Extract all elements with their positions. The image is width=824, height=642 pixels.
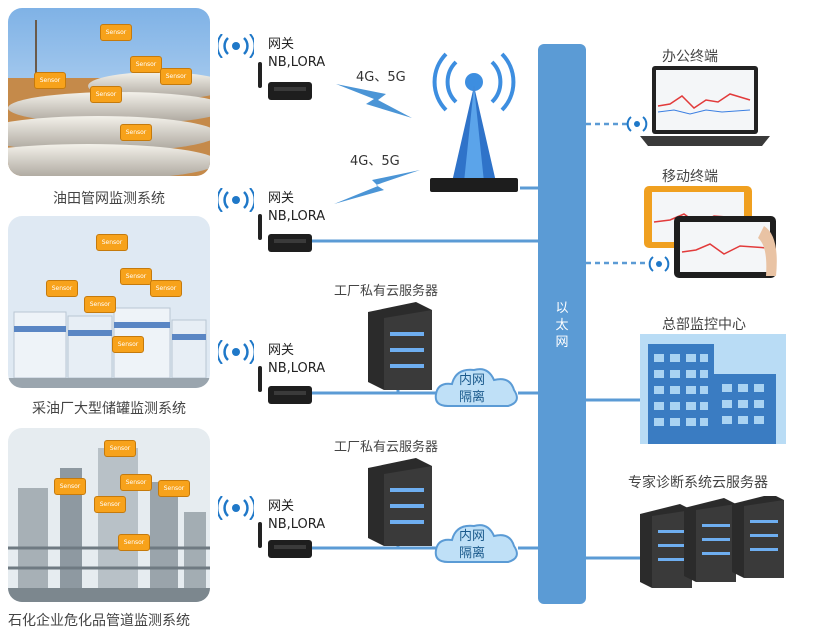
sensor-tag: Sensor bbox=[96, 234, 128, 251]
sensor-tag: Sensor bbox=[160, 68, 192, 85]
sensor-tag: Sensor bbox=[158, 480, 190, 497]
wifi-icon bbox=[218, 496, 254, 520]
sensor-tag: Sensor bbox=[90, 86, 122, 103]
gateway-title: 网关 bbox=[268, 499, 295, 514]
cloud-icon bbox=[434, 524, 518, 563]
sensor-tag: Sensor bbox=[34, 72, 66, 89]
sensor-tag: Sensor bbox=[54, 478, 86, 495]
wifi-icon bbox=[218, 340, 254, 364]
ethernet-bus bbox=[538, 44, 586, 604]
site-photo-tanks: Sensor Sensor Sensor Sensor Sensor Senso… bbox=[8, 216, 210, 388]
wifi-icon bbox=[626, 116, 648, 132]
expert-server-label: 专家诊断系统云服务器 bbox=[628, 475, 768, 491]
site-caption-petrochem: 石化企业危化品管道监测系统 bbox=[8, 613, 190, 629]
petrochem-illustration bbox=[8, 428, 210, 602]
gateway-protocols: NB,LORA bbox=[268, 361, 326, 376]
wifi-icon bbox=[218, 34, 254, 58]
server-icon bbox=[368, 458, 432, 546]
gateway-title: 网关 bbox=[268, 343, 295, 358]
gateway-device bbox=[268, 234, 312, 252]
sensor-tag: Sensor bbox=[120, 268, 152, 285]
laptop-icon bbox=[640, 66, 770, 146]
wireless-bolt-2 bbox=[334, 170, 420, 204]
site-photo-oilfield: Sensor Sensor Sensor Sensor Sensor Senso… bbox=[8, 8, 210, 176]
gateway-antenna bbox=[258, 214, 262, 240]
site-caption-oilfield: 油田管网监测系统 bbox=[53, 191, 165, 207]
cell-tower-icon bbox=[430, 52, 518, 192]
gateway-title: 网关 bbox=[268, 191, 295, 206]
gateway-device bbox=[268, 386, 312, 404]
hq-monitoring-label: 总部监控中心 bbox=[662, 317, 746, 333]
wifi-icon bbox=[648, 256, 670, 272]
server-icon bbox=[368, 302, 432, 390]
sensor-tag: Sensor bbox=[120, 124, 152, 141]
gateway-device bbox=[268, 82, 312, 100]
intranet-label: 内网 隔离 bbox=[458, 529, 485, 561]
site-photo-petrochem: Sensor Sensor Sensor Sensor Sensor Senso… bbox=[8, 428, 210, 602]
building-icon bbox=[640, 334, 786, 444]
gateway-device bbox=[268, 540, 312, 558]
sensor-tag: Sensor bbox=[94, 496, 126, 513]
wireless-bolt-1 bbox=[336, 84, 412, 118]
sensor-tag: Sensor bbox=[120, 474, 152, 491]
wireless-label: 4G、5G bbox=[350, 154, 400, 169]
sensor-tag: Sensor bbox=[118, 534, 150, 551]
cloud-icon bbox=[434, 368, 518, 407]
ethernet-bus-label: 以 太 网 bbox=[555, 301, 569, 350]
tablet-icon bbox=[644, 186, 777, 278]
sensor-tag: Sensor bbox=[104, 440, 136, 457]
sensor-tag: Sensor bbox=[46, 280, 78, 297]
server-cluster-icon bbox=[640, 496, 784, 588]
private-cloud-label: 工厂私有云服务器 bbox=[334, 284, 439, 299]
gateway-title: 网关 bbox=[268, 37, 295, 52]
gateway-antenna bbox=[258, 522, 262, 548]
gateway-antenna bbox=[258, 62, 262, 88]
office-terminal-label: 办公终端 bbox=[662, 49, 718, 65]
gateway-protocols: NB,LORA bbox=[268, 517, 326, 532]
wifi-icon bbox=[218, 188, 254, 212]
sensor-tag: Sensor bbox=[100, 24, 132, 41]
sensor-tag: Sensor bbox=[112, 336, 144, 353]
gateway-antenna bbox=[258, 366, 262, 392]
wireless-label: 4G、5G bbox=[356, 70, 406, 85]
sensor-tag: Sensor bbox=[130, 56, 162, 73]
gateway-protocols: NB,LORA bbox=[268, 209, 326, 224]
private-cloud-label: 工厂私有云服务器 bbox=[334, 440, 439, 455]
site-caption-tanks: 采油厂大型储罐监测系统 bbox=[32, 401, 186, 417]
sensor-tag: Sensor bbox=[84, 296, 116, 313]
gateway-protocols: NB,LORA bbox=[268, 55, 326, 70]
mobile-terminal-label: 移动终端 bbox=[662, 169, 718, 185]
sensor-tag: Sensor bbox=[150, 280, 182, 297]
intranet-label: 内网 隔离 bbox=[458, 373, 485, 405]
